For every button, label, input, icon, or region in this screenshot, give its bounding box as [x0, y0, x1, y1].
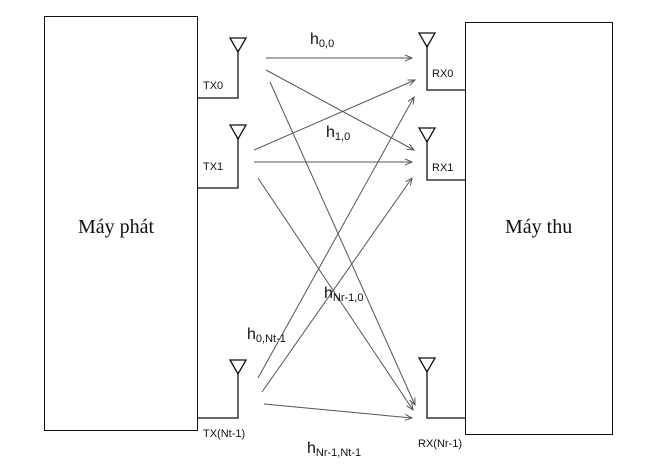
- channel-label-hnr0: hNr-1,0: [324, 285, 364, 304]
- rx0-label: RX0: [432, 68, 454, 80]
- rx1-label: RX1: [432, 162, 454, 174]
- tx-antenna-nt-icon: [198, 359, 248, 419]
- transmitter-label: Máy phát: [78, 216, 155, 238]
- path-tx1-rxnr: [257, 177, 413, 410]
- rx-antenna-1-icon: [417, 127, 465, 181]
- path-tx0-rxnr: [269, 81, 415, 405]
- tx-antenna-0-icon: [198, 37, 248, 99]
- tx0-label: TX0: [203, 80, 224, 92]
- rx-antenna-0-icon: [417, 32, 465, 91]
- channel-label-h10: h1,0: [326, 124, 351, 143]
- txnt-label: TX(Nt-1): [203, 428, 246, 440]
- receiver-label: Máy thu: [505, 216, 573, 238]
- receiver-block: [465, 22, 613, 435]
- path-txnt-rx0: [257, 97, 414, 379]
- tx1-label: TX1: [203, 161, 224, 173]
- rxnr-label: RX(Nr-1): [418, 438, 462, 450]
- path-txnt-rxnr: [263, 403, 412, 418]
- channel-label-hnrnt: hNr-1,Nt-1: [307, 440, 362, 459]
- path-txnt-rx1: [261, 178, 412, 393]
- rx-antenna-nr-icon: [417, 357, 465, 419]
- path-tx0-rx1: [265, 69, 414, 150]
- channel-label-h0nt: h0,Nt-1: [247, 326, 286, 345]
- channel-label-h00: h0,0: [310, 31, 335, 50]
- tx-antenna-1-icon: [198, 124, 248, 189]
- transmitter-block: [44, 16, 198, 431]
- path-tx1-rx0: [253, 80, 415, 151]
